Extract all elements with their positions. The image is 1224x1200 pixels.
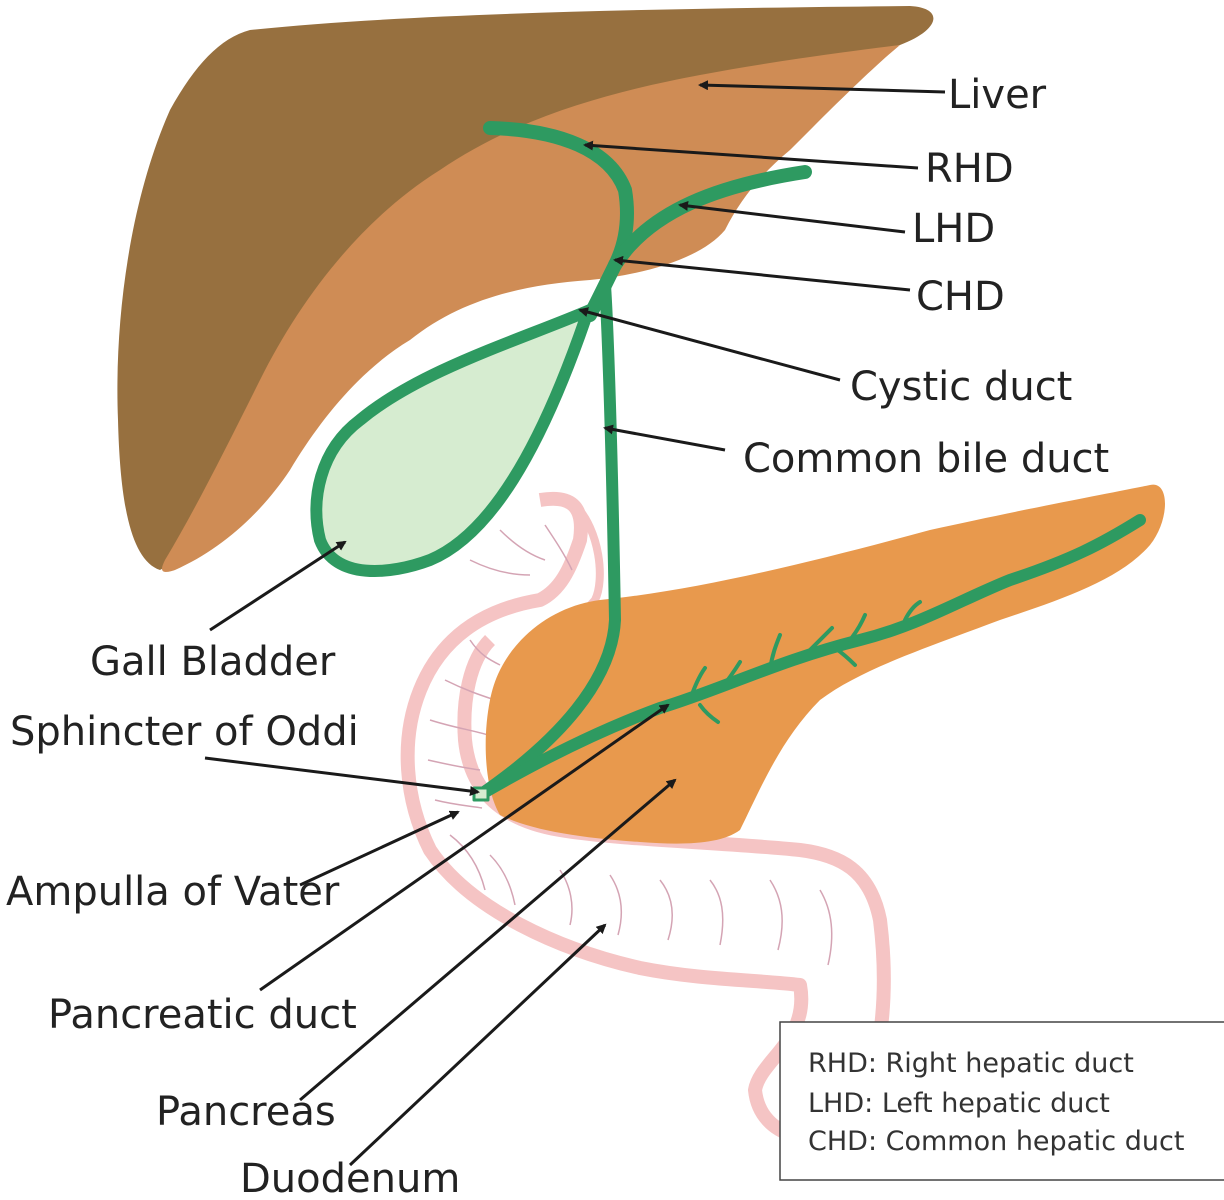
lhd-arrow [678,200,906,234]
label-pancreatic-duct: Pancreatic duct [48,992,357,1038]
cystic-duct-arrow [578,307,841,382]
label-rhd: RHD [925,146,1014,192]
biliary-ducts [472,121,1146,802]
legend-rhd: RHD: Right hepatic duct [808,1048,1134,1079]
label-common-bile-duct: Common bile duct [743,436,1109,482]
label-cystic-duct: Cystic duct [850,364,1072,410]
label-sphincter-of-oddi: Sphincter of Oddi [10,709,359,755]
liver-arrow [698,80,946,94]
label-pancreas: Pancreas [156,1089,336,1135]
duodenum-folds [427,524,833,966]
legend-lhd: LHD: Left hepatic duct [808,1088,1110,1119]
pancreatic-duct [474,514,1146,801]
label-arrows [204,80,946,1167]
sphincter-of-oddi-marker [472,786,490,802]
label-ampulla-of-vater: Ampulla of Vater [6,869,340,915]
pancreas-arrow [299,778,677,1102]
gall-bladder [310,304,596,578]
label-lhd: LHD [912,206,995,252]
legend: RHD: Right hepatic duct LHD: Left hepati… [779,1021,1224,1181]
pancreas [485,484,1165,844]
legend-box [779,1021,1224,1181]
legend-chd: CHD: Common hepatic duct [808,1126,1184,1157]
pancreatic-duct-branches [688,600,922,724]
label-gall-bladder: Gall Bladder [90,639,336,685]
liver [117,6,934,572]
chd-arrow [613,255,911,292]
ampulla-of-vater-arrow [299,810,460,887]
labels: Liver RHD LHD CHD Cystic duct Common bil… [6,72,1109,1200]
pancreatic-duct-arrow [259,703,670,992]
liver-dark-lobe [117,6,934,570]
label-chd: CHD [916,274,1005,320]
label-duodenum: Duodenum [240,1156,460,1200]
liver-light-lobe [162,45,900,572]
common-bile-duct [474,279,621,801]
left-hepatic-duct [608,165,812,272]
rhd-arrow [583,140,919,170]
gall-bladder-arrow [209,540,347,632]
label-liver: Liver [948,72,1047,118]
duodenum-arrow [348,923,607,1167]
common-bile-duct-arrow [603,424,726,452]
sphincter-of-oddi-arrow [204,756,480,796]
right-hepatic-duct [483,121,634,272]
